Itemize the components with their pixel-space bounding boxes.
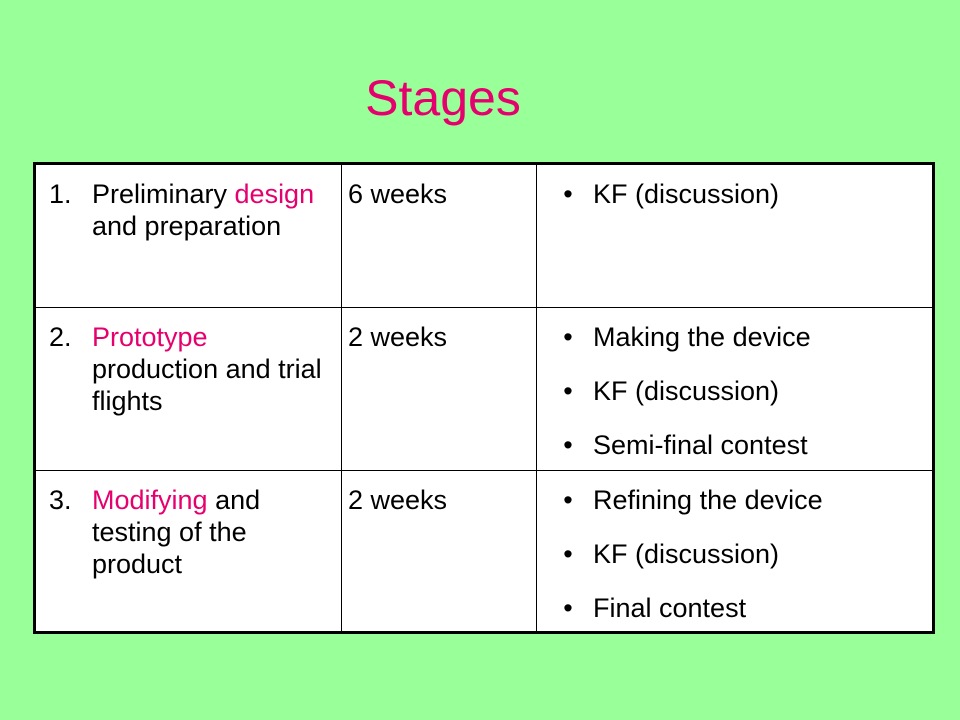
activity-text: Refining the device	[593, 485, 823, 515]
stage-cell: 2. Prototype production and trial flight…	[34, 307, 342, 471]
list-item: • Refining the device	[537, 484, 932, 516]
stages-table: 1. Preliminary design and preparation 6 …	[33, 162, 935, 634]
stage-number: 3.	[49, 485, 72, 515]
stage-name-highlight: Modifying	[92, 485, 208, 515]
list-item: • KF (discussion)	[537, 178, 932, 210]
activity-text: KF (discussion)	[593, 179, 780, 209]
bullet-icon: •	[563, 593, 573, 623]
list-item: • Semi-final contest	[537, 429, 932, 461]
bullet-icon: •	[563, 539, 573, 569]
stage-cell: 1. Preliminary design and preparation	[34, 163, 342, 308]
stage-name-suffix: and testing of the product	[92, 485, 261, 579]
bullet-icon: •	[563, 179, 573, 209]
activity-text: KF (discussion)	[593, 376, 780, 406]
duration-cell: 2 weeks	[341, 470, 537, 633]
stage-number: 2.	[49, 322, 72, 352]
duration-text: 2 weeks	[348, 485, 448, 515]
activity-text: KF (discussion)	[593, 539, 780, 569]
table-row: 1. Preliminary design and preparation 6 …	[34, 163, 934, 308]
table-row: 3. Modifying and testing of the product …	[34, 470, 934, 633]
stage-name-prefix: Preliminary	[92, 179, 235, 209]
list-item: • Making the device	[537, 321, 932, 353]
stage-number: 1.	[49, 179, 72, 209]
table-row: 2. Prototype production and trial flight…	[34, 307, 934, 471]
list-item: • Final contest	[537, 592, 932, 624]
stage-name-highlight: Prototype	[92, 322, 208, 352]
duration-text: 6 weeks	[348, 179, 448, 209]
list-item: • KF (discussion)	[537, 538, 932, 570]
duration-cell: 2 weeks	[341, 307, 537, 471]
bullet-icon: •	[563, 322, 573, 352]
duration-text: 2 weeks	[348, 322, 448, 352]
stage-name: Preliminary design and preparation	[92, 178, 333, 242]
stage-name-suffix: production and trial flights	[92, 354, 322, 416]
activity-text: Final contest	[593, 593, 747, 623]
stage-name-highlight: design	[234, 179, 315, 209]
activity-list: • Making the device • KF (discussion) • Sem…	[537, 308, 932, 461]
activity-list: • KF (discussion)	[537, 165, 932, 210]
activity-text: Semi-final contest	[593, 430, 808, 460]
stage-cell: 3. Modifying and testing of the product	[34, 470, 342, 633]
stage-name-suffix: and preparation	[92, 211, 282, 241]
duration-cell: 6 weeks	[341, 163, 537, 308]
activity-text: Making the device	[593, 322, 811, 352]
slide-title: Stages	[365, 70, 521, 126]
bullet-icon: •	[563, 485, 573, 515]
list-item: • KF (discussion)	[537, 375, 932, 407]
stage-name: Modifying and testing of the product	[92, 484, 333, 580]
activity-list: • Refining the device • KF (discussion) • F…	[537, 471, 932, 624]
stage-name: Prototype production and trial flights	[92, 321, 333, 417]
bullet-icon: •	[563, 376, 573, 406]
activities-cell: • KF (discussion)	[536, 163, 934, 308]
activities-cell: • Refining the device • KF (discussion) • F…	[536, 470, 934, 633]
bullet-icon: •	[563, 430, 573, 460]
activities-cell: • Making the device • KF (discussion) • Sem…	[536, 307, 934, 471]
